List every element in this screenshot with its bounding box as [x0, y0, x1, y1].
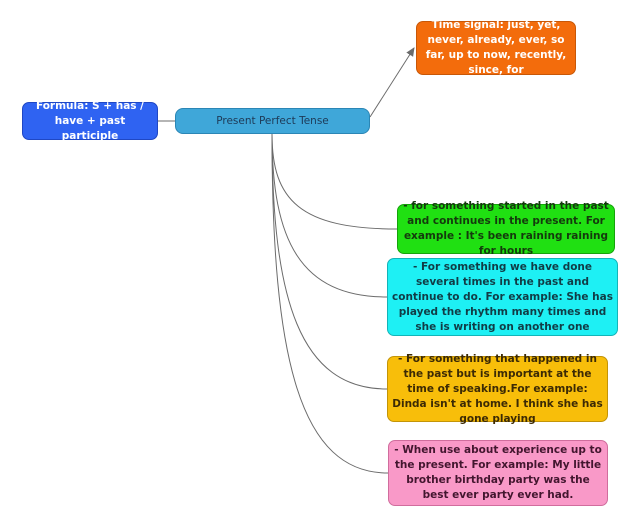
connector-central-usage-1 [271, 133, 398, 230]
central-topic-node[interactable]: Present Perfect Tense [175, 108, 370, 134]
usage-node-repeated[interactable]: - For something we have done several tim… [387, 258, 618, 336]
usage-label: - When use about experience up to the pr… [394, 444, 602, 501]
usage-label: - For something we have done several tim… [392, 260, 613, 333]
connector-central-usage-3 [271, 133, 388, 390]
usage-label: - For something that happened in the pas… [392, 352, 603, 425]
connector-central-time-signal [369, 47, 415, 118]
connector-central-usage-2 [271, 133, 388, 298]
usage-node-continuing[interactable]: - for something started in the past and … [397, 200, 615, 257]
formula-label: Formula: S + has / have + past participl… [35, 99, 145, 142]
time-signal-node[interactable]: Time signal: just, yet, never, already, … [416, 19, 576, 76]
central-topic-label: Present Perfect Tense [216, 114, 329, 127]
usage-node-experience[interactable]: - When use about experience up to the pr… [388, 440, 608, 506]
usage-label: - for something started in the past and … [403, 200, 609, 257]
time-signal-label: Time signal: just, yet, never, already, … [425, 19, 567, 76]
usage-node-relevant-now[interactable]: - For something that happened in the pas… [387, 353, 608, 425]
connector-central-usage-4 [271, 133, 389, 474]
formula-node[interactable]: Formula: S + has / have + past participl… [22, 100, 158, 142]
